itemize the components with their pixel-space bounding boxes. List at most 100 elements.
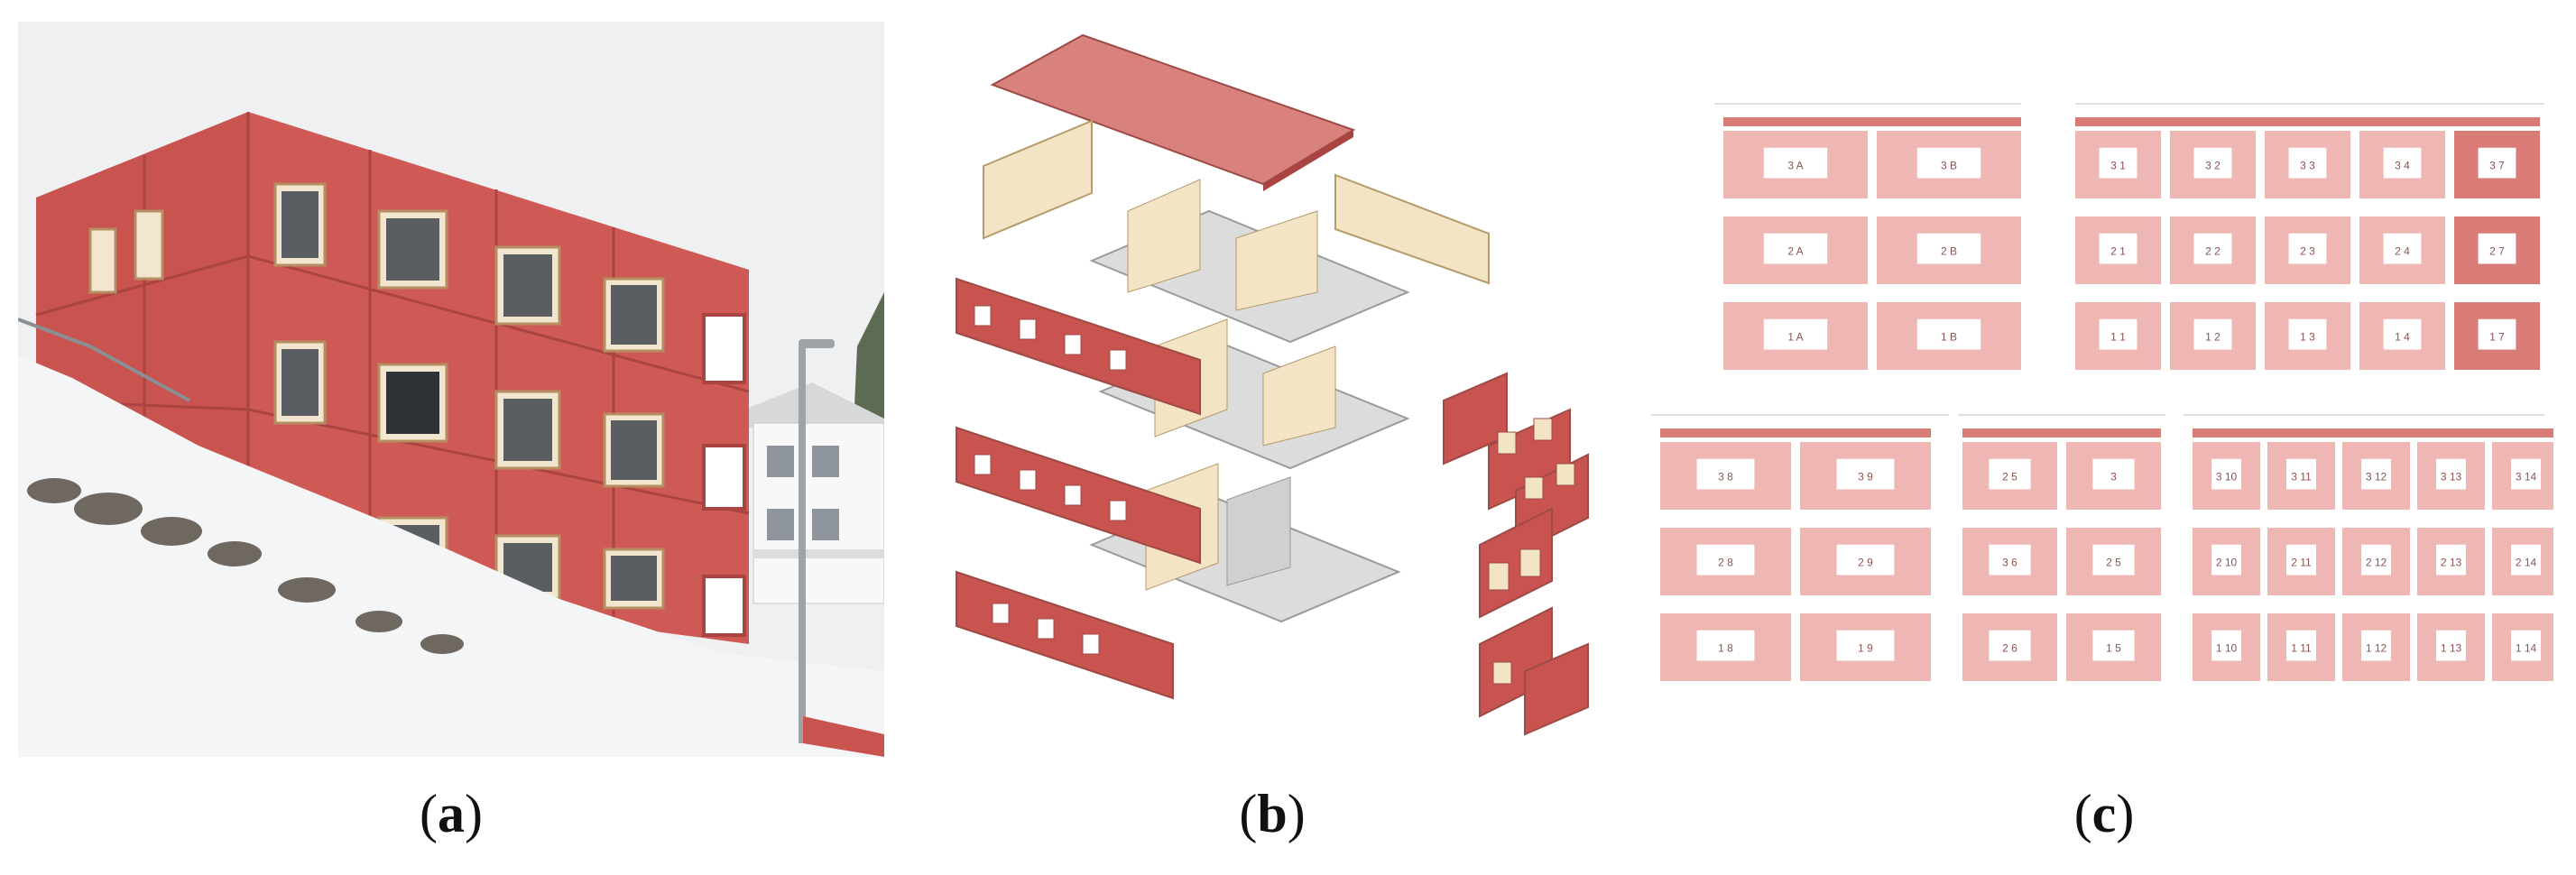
element-opening (2511, 458, 2541, 490)
element-opening (1836, 544, 1895, 576)
element-label: 2 5 (2002, 471, 2017, 484)
element-opening (1989, 458, 2031, 490)
element-opening (2383, 318, 2422, 350)
element-opening (2193, 318, 2232, 350)
element-label: 2 1 (2110, 245, 2126, 258)
element-opening (2286, 630, 2316, 661)
element-label: 1 A (1787, 331, 1803, 344)
element-opening (1763, 147, 1828, 179)
element-label: 1 2 (2205, 331, 2221, 344)
element-opening (1989, 630, 2031, 661)
element-label: 1 12 (2366, 642, 2387, 655)
element-label: 2 9 (1858, 557, 1873, 569)
element-label: 3 11 (2291, 471, 2312, 484)
element-opening (1916, 147, 1981, 179)
element-opening (1916, 233, 1981, 264)
element-label: 2 6 (2002, 642, 2017, 655)
element-label: 2 B (1941, 245, 1957, 258)
element-opening (2092, 544, 2135, 576)
element-label: 3 B (1941, 160, 1957, 172)
roof-slab-edge (1263, 130, 1353, 191)
element-label: 1 3 (2300, 331, 2315, 344)
wall-panel (983, 119, 1093, 240)
element-opening (2288, 233, 2327, 264)
element-opening (2478, 233, 2516, 264)
element-label: 3 3 (2300, 160, 2315, 172)
element-label: 2 8 (1718, 557, 1733, 569)
element-label: 2 11 (2291, 557, 2312, 569)
element-label: 3 8 (1718, 471, 1733, 484)
element-strip (2075, 117, 2540, 126)
element-opening (2361, 544, 2391, 576)
element-label: 3 12 (2366, 471, 2387, 484)
element-opening (2211, 458, 2241, 490)
element-label: 2 7 (2489, 245, 2505, 258)
element-opening (2436, 544, 2466, 576)
element-opening (2193, 233, 2232, 264)
element-label: 1 14 (2516, 642, 2537, 655)
caption-a: (a) (420, 784, 483, 843)
element-label: 1 4 (2395, 331, 2410, 344)
element-label: 2 14 (2516, 557, 2537, 569)
element-label: 2 A (1787, 245, 1803, 258)
element-opening (1836, 630, 1895, 661)
element-strip (1660, 428, 1931, 438)
element-opening (1916, 318, 1981, 350)
element-strip (2193, 428, 2560, 438)
element-label: 1 5 (2106, 642, 2121, 655)
element-opening (2092, 458, 2135, 490)
element-opening (2286, 458, 2316, 490)
element-opening (2211, 630, 2241, 661)
element-label: 3 1 (2110, 160, 2126, 172)
exploded-axonometric-drawing (956, 33, 1589, 736)
element-label: 3 (2110, 471, 2117, 484)
wall-openings (974, 305, 1127, 655)
element-label: 2 2 (2205, 245, 2221, 258)
wall-panel (1334, 173, 1490, 285)
element-label: 2 3 (2300, 245, 2315, 258)
element-opening (1696, 458, 1755, 490)
partition (1235, 210, 1318, 311)
building-photo-drawing (17, 22, 885, 757)
element-label: 1 8 (1718, 642, 1733, 655)
element-opening (2211, 544, 2241, 576)
element-label: 2 5 (2106, 557, 2121, 569)
element-opening (1696, 630, 1755, 661)
rocks (27, 478, 464, 654)
element-opening (2436, 458, 2466, 490)
element-label: 1 B (1941, 331, 1957, 344)
element-opening (1763, 318, 1828, 350)
right-openings (1488, 418, 1575, 685)
element-label: 2 12 (2366, 557, 2387, 569)
dimension-lines (1651, 103, 2544, 416)
element-opening (2511, 544, 2541, 576)
partition (1127, 179, 1201, 293)
building-right-face (248, 112, 749, 644)
element-label: 3 A (1787, 160, 1803, 172)
element-label: 1 11 (2291, 642, 2312, 655)
neighbour-house (744, 382, 885, 604)
element-opening (2511, 630, 2541, 661)
element-opening (1989, 544, 2031, 576)
element-label: 1 10 (2216, 642, 2238, 655)
snow-slope (18, 355, 884, 757)
exploded-axonometric (938, 22, 1624, 757)
element-label: 1 1 (2110, 331, 2126, 344)
element-opening (2099, 233, 2137, 264)
building-photo (17, 22, 885, 757)
element-opening (2286, 544, 2316, 576)
element-label: 3 9 (1858, 471, 1873, 484)
element-opening (2092, 630, 2135, 661)
element-label: 3 7 (2489, 160, 2505, 172)
element-opening (2383, 147, 2422, 179)
element-opening (2383, 233, 2422, 264)
element-opening (2361, 458, 2391, 490)
street-lamp (799, 339, 835, 743)
element-label: 2 4 (2395, 245, 2410, 258)
partition (1262, 345, 1336, 447)
element-opening (2288, 318, 2327, 350)
element-strip (1723, 117, 2021, 126)
low-wall (803, 716, 884, 757)
